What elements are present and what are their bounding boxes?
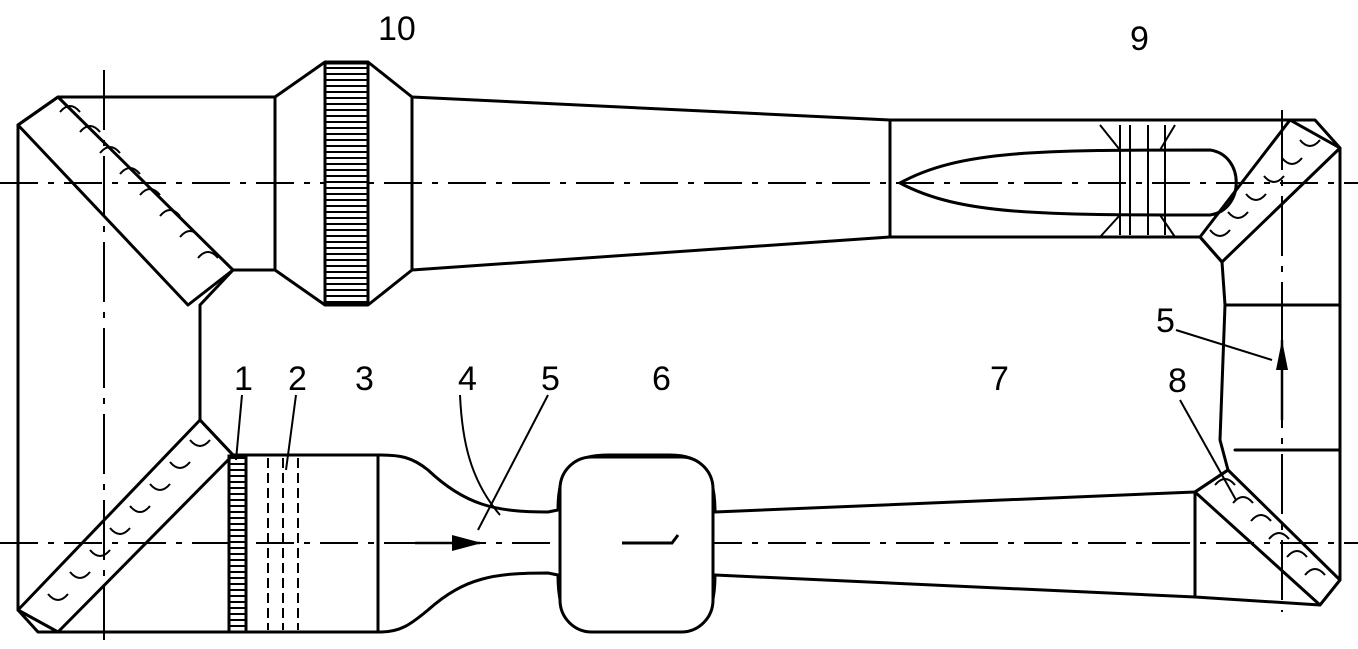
label-diffuser: 7 [990,360,1009,398]
flow-arrow-return [1276,340,1288,420]
label-contraction: 4 [458,360,477,398]
honeycomb [227,454,248,634]
fan-disk [323,61,370,306]
test-model [622,534,680,545]
corner-turning-vanes-top-left [16,95,235,307]
label-return-flow: 5 [1156,302,1175,340]
label-test-section: 6 [652,360,671,398]
corner-turning-vanes-top-right [1198,118,1342,264]
motor-nacelle [898,124,1238,238]
flow-arrow-lower [415,535,482,551]
label-settling-chamber: 3 [355,360,374,398]
leader-lines [235,329,1273,531]
label-flow-direction: 5 [541,360,560,398]
label-honeycomb: 1 [234,360,253,398]
label-fan: 10 [378,10,416,48]
corner-turning-vanes-bottom-left [16,418,235,634]
corner-turning-vanes-bottom-right [1193,468,1342,607]
label-motor: 9 [1130,20,1149,58]
label-screens: 2 [288,360,307,398]
label-corner-vanes: 8 [1168,362,1187,400]
